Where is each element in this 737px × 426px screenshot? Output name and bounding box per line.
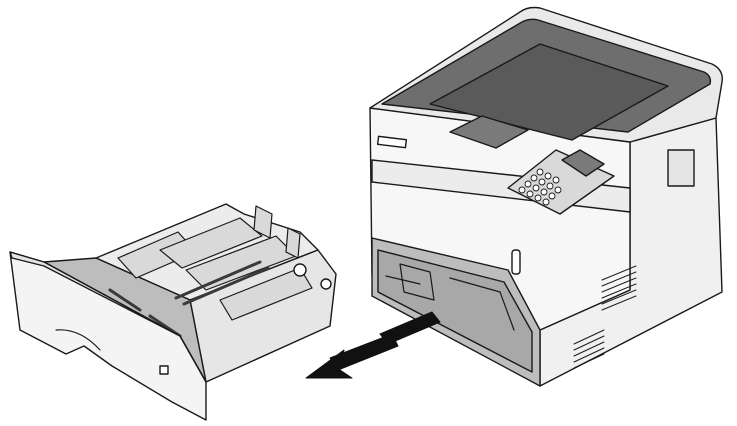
printer-logo-plate <box>376 135 408 149</box>
cassette-front-lip <box>9 251 207 383</box>
printer-icon <box>369 6 723 387</box>
printer-release-lever <box>511 249 521 275</box>
printer-vents <box>573 265 637 369</box>
cassette-handle <box>55 329 101 351</box>
cassette-knob <box>293 263 307 277</box>
printer-output-tray <box>429 43 669 141</box>
cassette-corner-knob <box>320 278 332 290</box>
cassette-slot-rails <box>377 249 533 373</box>
control-panel-keys <box>518 168 562 206</box>
printer-side-handle <box>667 149 695 187</box>
arrow-pull-out-icon <box>305 311 441 379</box>
arrow-head <box>305 349 353 379</box>
cassette-paper-guides <box>117 205 313 321</box>
tray-indicator-icon <box>159 365 169 375</box>
printer-output-slot <box>449 115 529 149</box>
cassette-slot-mechanism <box>385 263 515 331</box>
paper-cassette-icon <box>9 203 337 421</box>
control-panel-display <box>561 149 605 177</box>
